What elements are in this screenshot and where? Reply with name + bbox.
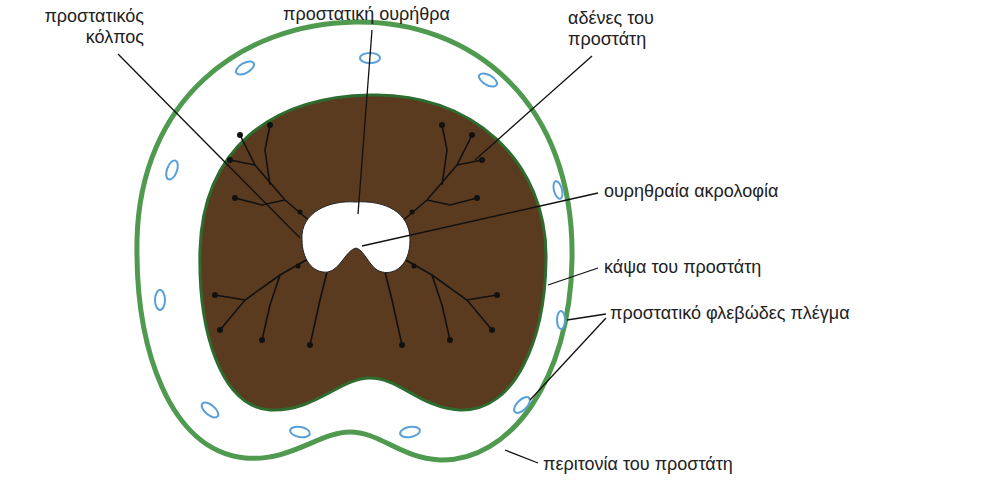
label-box: προστατική ουρήθρα (283, 4, 450, 25)
venous-plexus (155, 53, 565, 439)
label-box: αδένες του προστάτη (568, 8, 688, 50)
label-box: περιτονία του προστάτη (543, 454, 733, 475)
prostate-fascia (137, 22, 572, 460)
part-label: προστατικό φλεβώδες πλέγμα (610, 303, 850, 324)
part-label: προστατικός κόλπος (4, 6, 144, 48)
label-box: ουρηθραία ακρολοφία (604, 181, 778, 202)
label-box: προστατικό φλεβώδες πλέγμα (610, 303, 850, 324)
part-label: ουρηθραία ακρολοφία (604, 181, 778, 202)
label-box: κάψα του προστάτη (604, 257, 761, 278)
part-label: αδένες του προστάτη (568, 8, 688, 50)
part-label: προστατική ουρήθρα (283, 4, 450, 25)
part-label: κάψα του προστάτη (604, 257, 761, 278)
label-box: προστατικός κόλπος (4, 6, 144, 48)
prostate-glands (212, 122, 500, 348)
part-label: περιτονία του προστάτη (543, 454, 733, 475)
leader-lines (118, 30, 606, 463)
prostatic-urethra (302, 202, 410, 273)
